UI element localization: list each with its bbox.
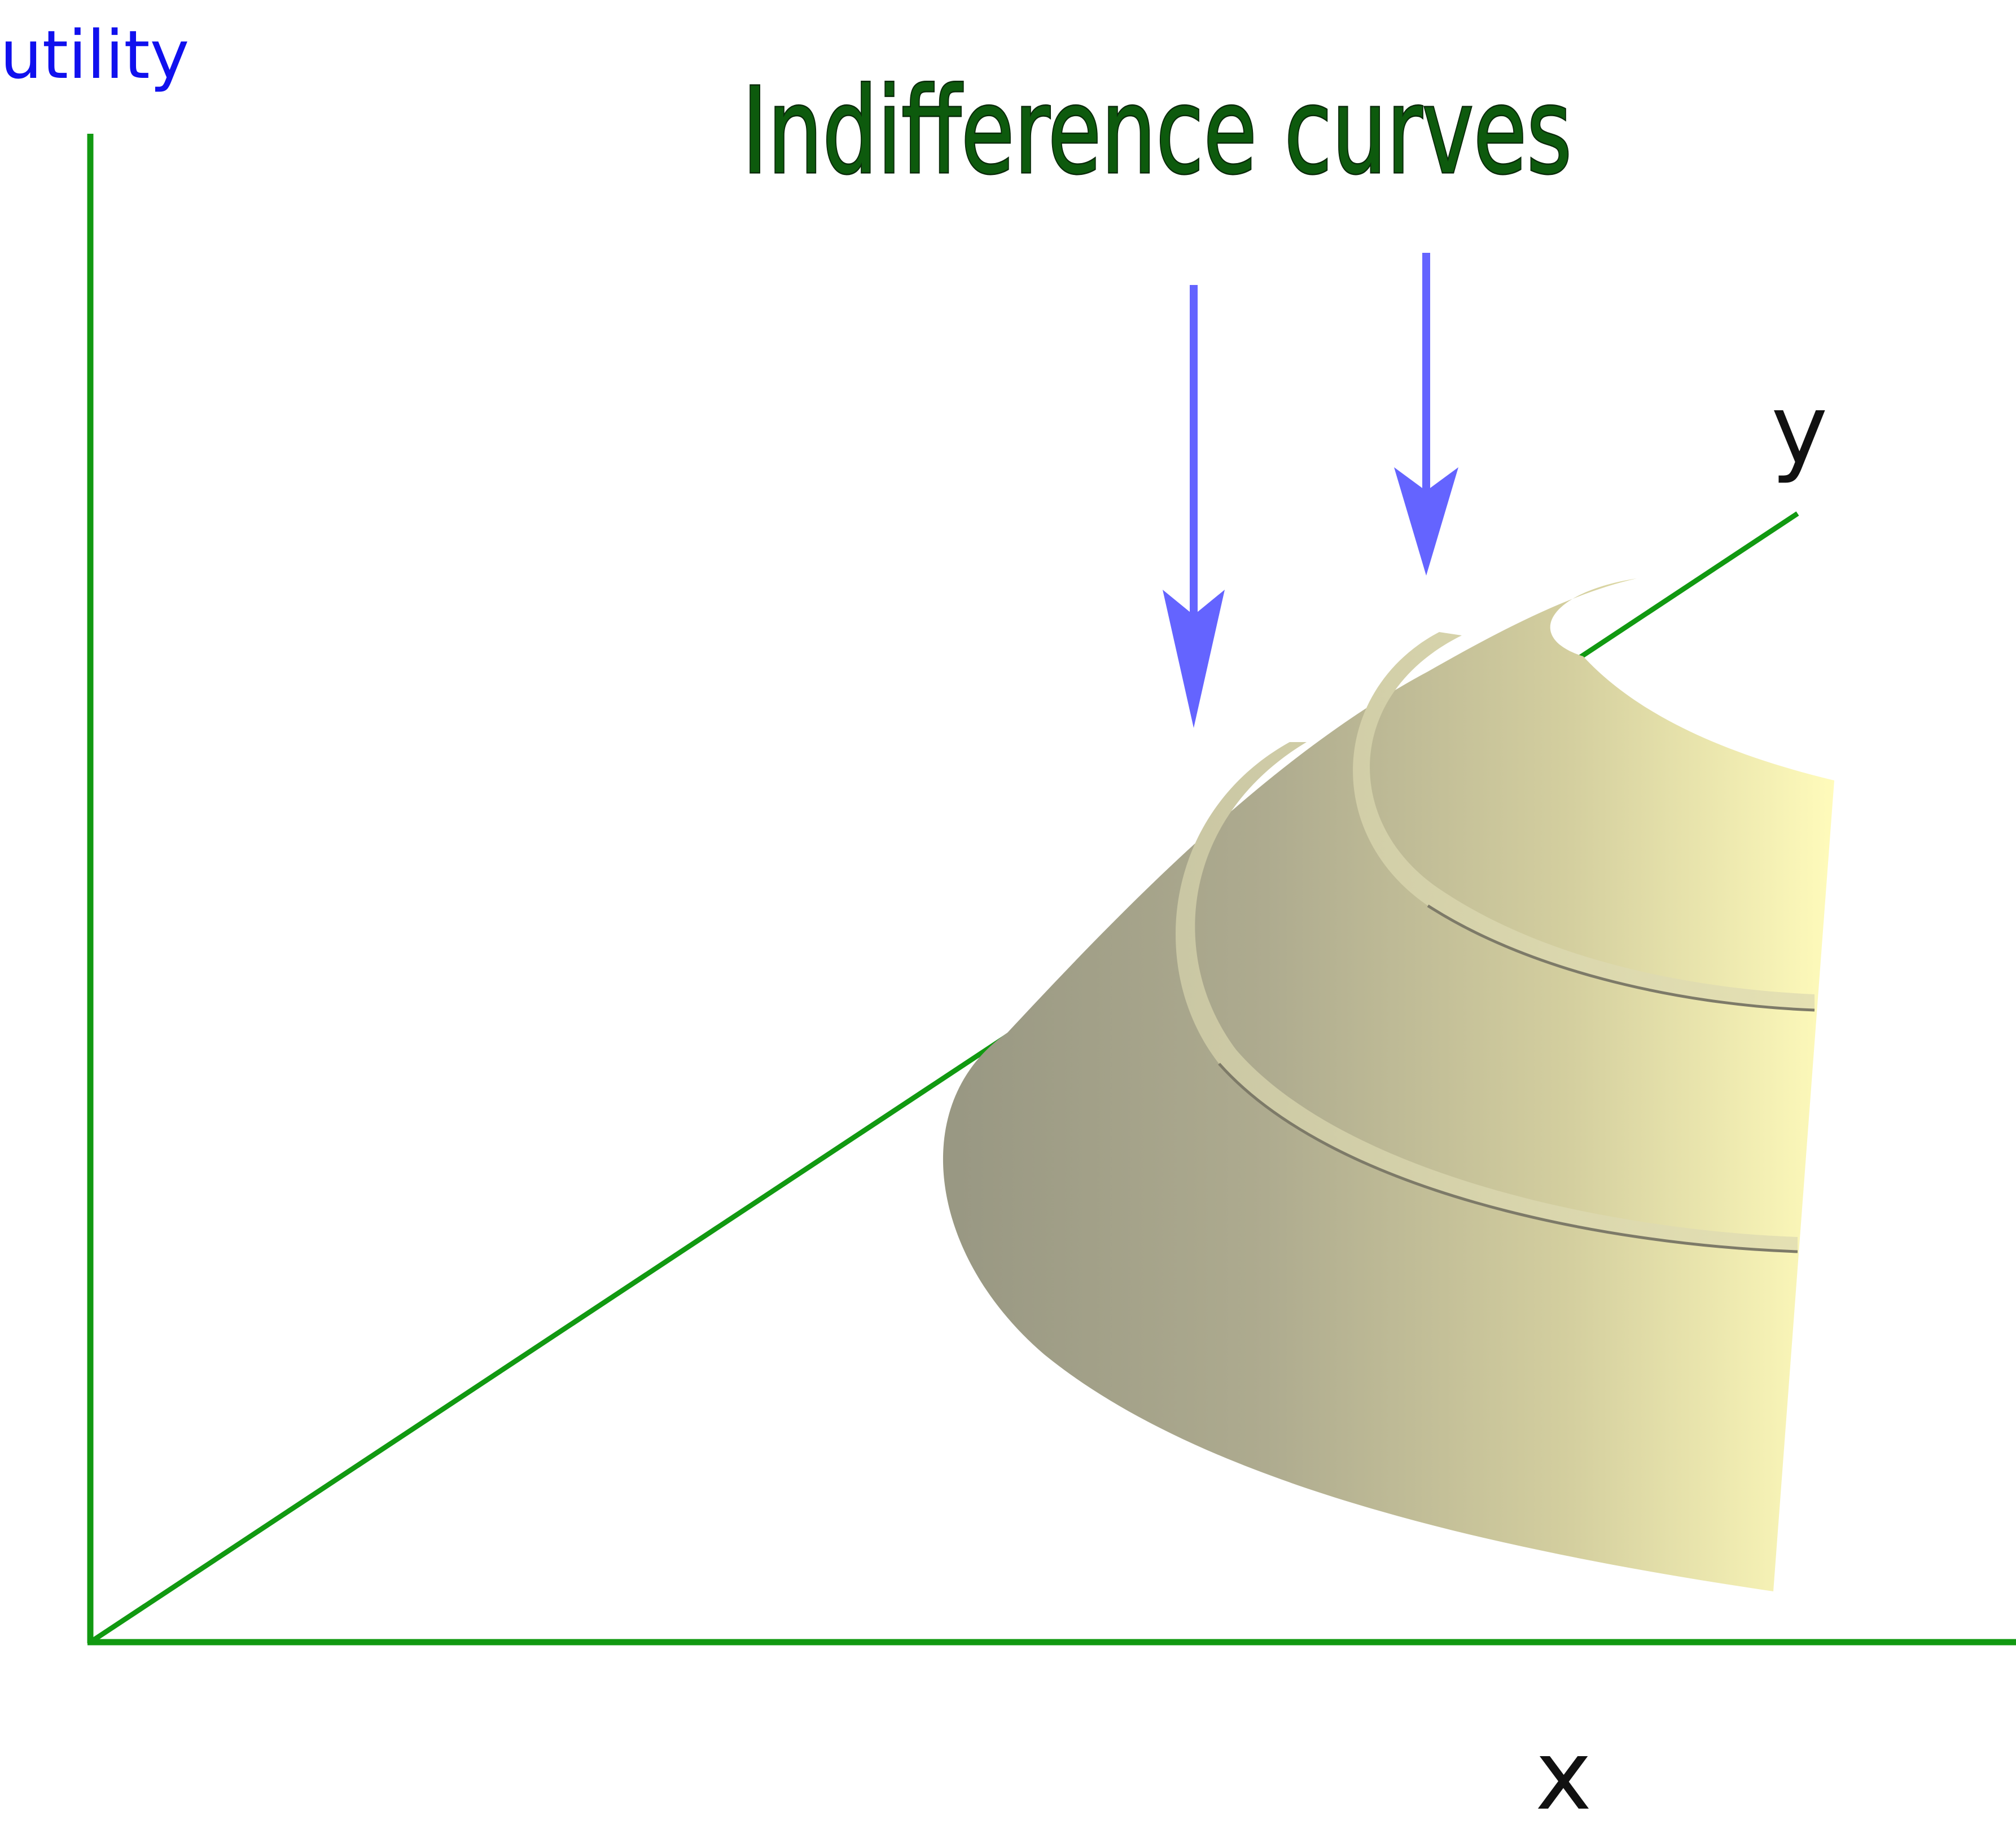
- arrow-upper-curve: [1394, 253, 1458, 576]
- indifference-curves-title: Indifference curves: [742, 62, 1572, 200]
- x-axis-label: x: [1535, 1720, 1592, 1832]
- upper-rim-edge: [1427, 904, 1815, 1012]
- utility-axis-label: utility: [0, 16, 190, 94]
- y-axis-label: y: [1771, 374, 1828, 486]
- lower-rim: [1175, 742, 1798, 1252]
- upper-rim: [1353, 632, 1815, 1010]
- surface-body: [943, 578, 1834, 1591]
- lower-rim-edge: [1218, 1063, 1798, 1253]
- utility-surface: [943, 578, 1834, 1591]
- arrow-lower-curve: [1163, 285, 1225, 728]
